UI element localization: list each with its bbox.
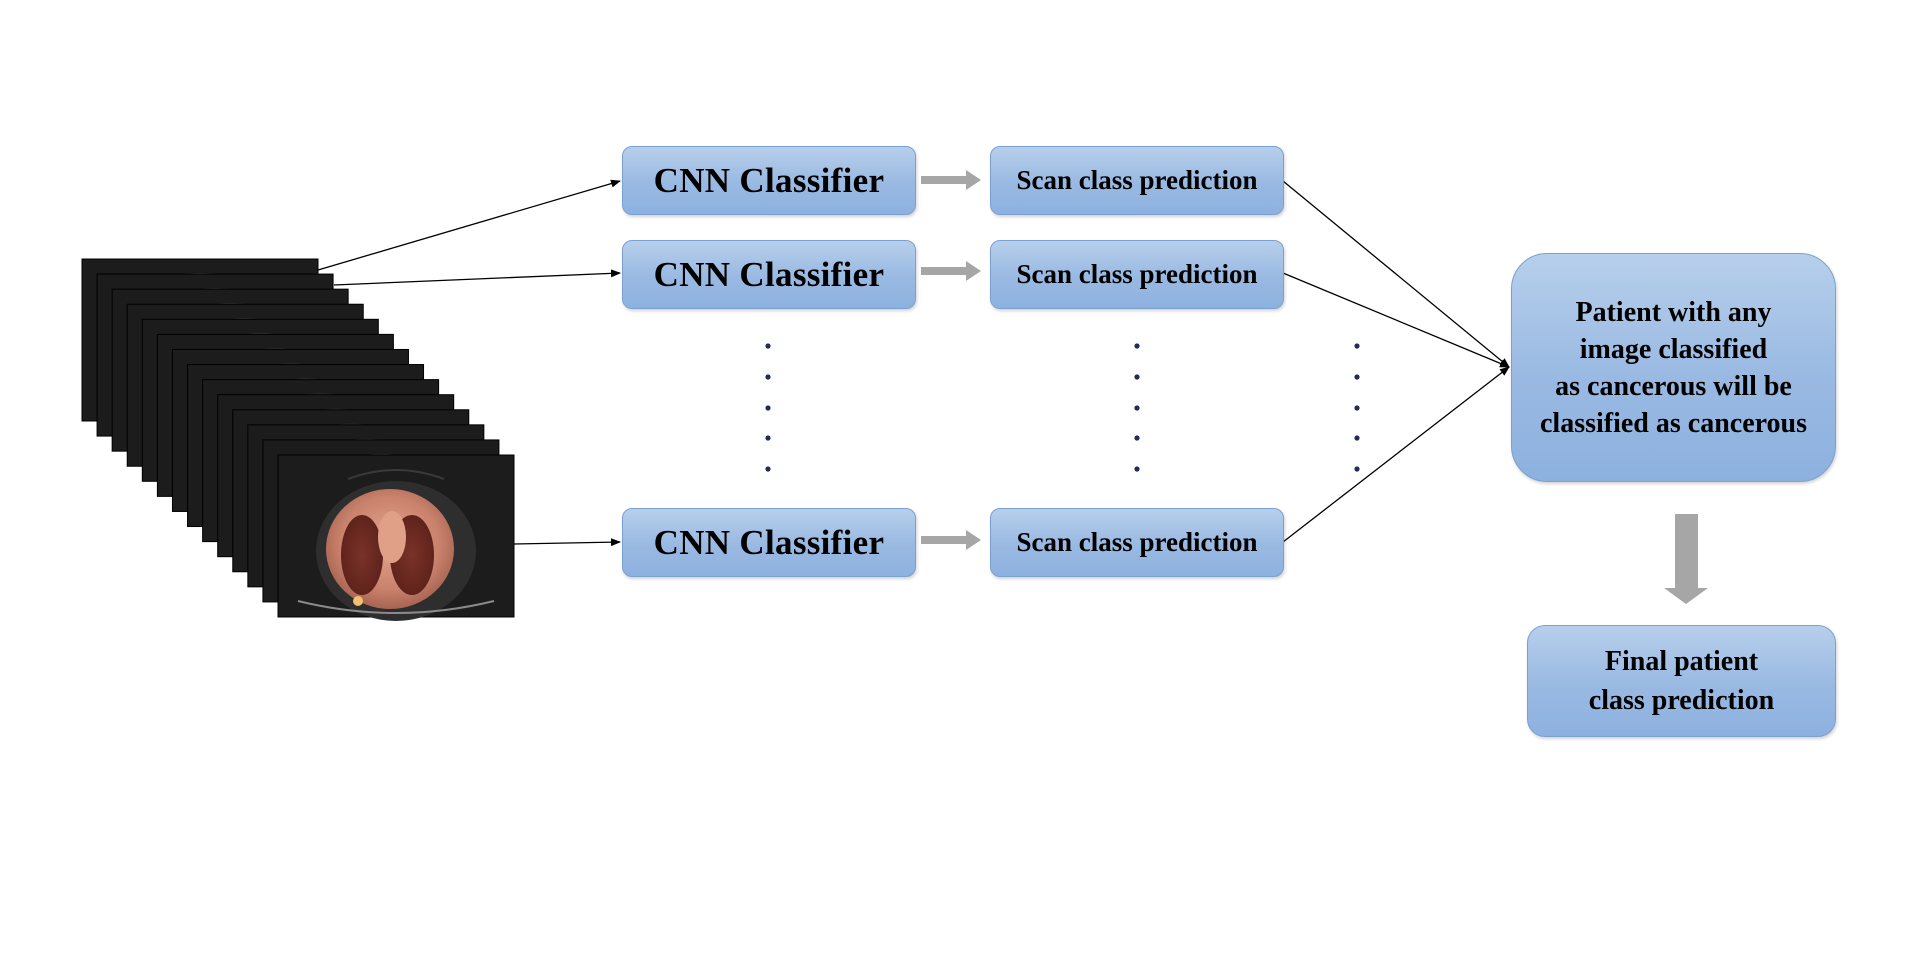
classifier-to-prediction-arrows [921,170,981,550]
scan-prediction-label: Scan class prediction [1016,259,1258,289]
cnn-classifier-box-3: CNN Classifier [622,508,916,577]
aggregation-rule-box: Patient with any image classified as can… [1511,253,1836,482]
prediction-arrow-2 [1282,272,1510,368]
scan-prediction-box-3: Scan class prediction [990,508,1284,577]
scan-slice [277,454,515,621]
final-prediction-box: Final patient class prediction [1527,625,1836,737]
prediction-arrow-1 [1282,180,1510,368]
ellipsis-column-classifiers [765,343,771,472]
scan-prediction-box-2: Scan class prediction [990,240,1284,309]
input-arrow-3 [513,538,621,547]
thick-arrow-2 [921,261,981,281]
cnn-classifier-label: CNN Classifier [653,522,885,562]
ellipsis-column-arrows [1354,343,1360,472]
final-prediction-text: Final patient class prediction [1588,646,1775,716]
ellipsis-dots [765,343,1360,472]
input-arrow-2 [333,269,621,286]
prediction-arrow-3 [1282,366,1510,543]
cnn-classifier-box-2: CNN Classifier [622,240,916,309]
thick-arrow-1 [921,170,981,190]
input-arrows [317,179,621,547]
prediction-arrows [1282,180,1510,543]
aggregation-rule-text: Patient with any image classified as can… [1539,296,1808,439]
input-arrow-1 [317,179,621,271]
down-arrow [1664,514,1708,604]
scan-prediction-label: Scan class prediction [1016,165,1258,195]
scan-prediction-label: Scan class prediction [1016,527,1258,557]
scan-prediction-box-1: Scan class prediction [990,146,1284,215]
cnn-classifier-label: CNN Classifier [653,160,885,200]
cnn-classifier-box-1: CNN Classifier [622,146,916,215]
ct-scan-slice-stack [81,258,515,621]
cnn-classifier-label: CNN Classifier [653,254,885,294]
ellipsis-column-predictions [1134,343,1140,472]
thick-arrow-3 [921,530,981,550]
